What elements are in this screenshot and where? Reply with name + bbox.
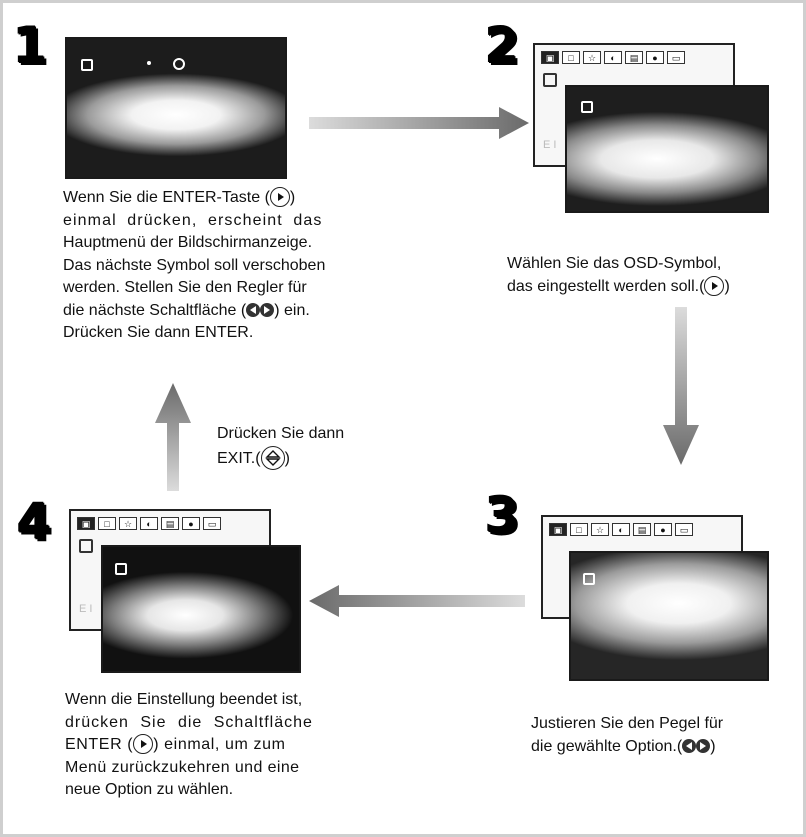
arrow-left — [309, 585, 525, 617]
enter-button-icon — [133, 734, 154, 754]
osd-menu-bar: ▣ □ ☆ ◐ ▤ ● ▭ — [549, 523, 693, 537]
menu-icon: ▣ — [541, 51, 559, 64]
globe-icon: ● — [646, 51, 664, 64]
osd-menu-bar: ▣ □ ☆ ◐ ▤ ● ▭ — [77, 517, 221, 531]
osd-small-icon — [583, 573, 595, 585]
image-icon: □ — [98, 517, 116, 530]
side-menu-icon — [79, 539, 93, 553]
pip-icon: ▤ — [633, 523, 651, 536]
pip-icon: ▤ — [161, 517, 179, 530]
enter-button-icon — [704, 275, 725, 296]
left-arrow-button-icon — [246, 302, 261, 317]
step-3-instructions: Justieren Sie den Pegel für die gewählte… — [531, 715, 724, 755]
osd-small-icon — [81, 59, 93, 71]
globe-icon: ● — [182, 517, 200, 530]
dot-icon — [147, 61, 151, 65]
exit-icon: ▭ — [667, 51, 685, 64]
enter-button-icon — [269, 187, 290, 207]
side-label: E I — [79, 603, 93, 615]
globe-icon: ● — [654, 523, 672, 536]
exit-instructions: Drücken Sie dann EXIT.() — [217, 423, 387, 470]
pip-icon: ▤ — [625, 51, 643, 64]
screen-step-2 — [565, 85, 769, 213]
menu-icon: ▣ — [77, 517, 95, 530]
exit-icon: ▭ — [203, 517, 221, 530]
side-menu-icon — [543, 73, 557, 87]
image-icon: □ — [570, 523, 588, 536]
color-icon: ◐ — [140, 517, 158, 530]
step-number-2: 2 — [485, 17, 520, 75]
circle-icon — [173, 58, 185, 70]
left-arrow-button-icon — [682, 738, 697, 753]
menu-icon: ▣ — [549, 523, 567, 536]
side-label: E I — [543, 139, 557, 151]
image-icon: □ — [562, 51, 580, 64]
exit-icon: ▭ — [675, 523, 693, 536]
osd-small-icon — [115, 563, 127, 575]
step-number-3: 3 — [485, 487, 520, 545]
osd-menu-bar: ▣ □ ☆ ◐ ▤ ● ▭ — [541, 51, 685, 65]
star-icon: ☆ — [591, 523, 609, 536]
screen-step-3 — [569, 551, 769, 681]
step-1-instructions: Wenn Sie die ENTER-Taste () einmal drück… — [63, 187, 326, 341]
screen-step-1 — [65, 37, 287, 179]
right-arrow-button-icon — [696, 738, 711, 753]
exit-button-icon — [260, 445, 285, 470]
screen-step-4 — [101, 545, 301, 673]
star-icon: ☆ — [583, 51, 601, 64]
step-4-instructions: Wenn die Einstellung beendet ist, drücke… — [65, 691, 313, 798]
osd-small-icon — [581, 101, 593, 113]
right-arrow-button-icon — [260, 302, 275, 317]
color-icon: ◐ — [612, 523, 630, 536]
arrow-up — [155, 383, 191, 491]
step-number-4: 4 — [17, 493, 52, 551]
color-icon: ◐ — [604, 51, 622, 64]
step-number-1: 1 — [13, 17, 48, 75]
arrow-right — [309, 107, 529, 139]
star-icon: ☆ — [119, 517, 137, 530]
arrow-down — [663, 307, 699, 465]
step-2-instructions: Wählen Sie das OSD-Symbol, das eingestel… — [507, 255, 730, 296]
